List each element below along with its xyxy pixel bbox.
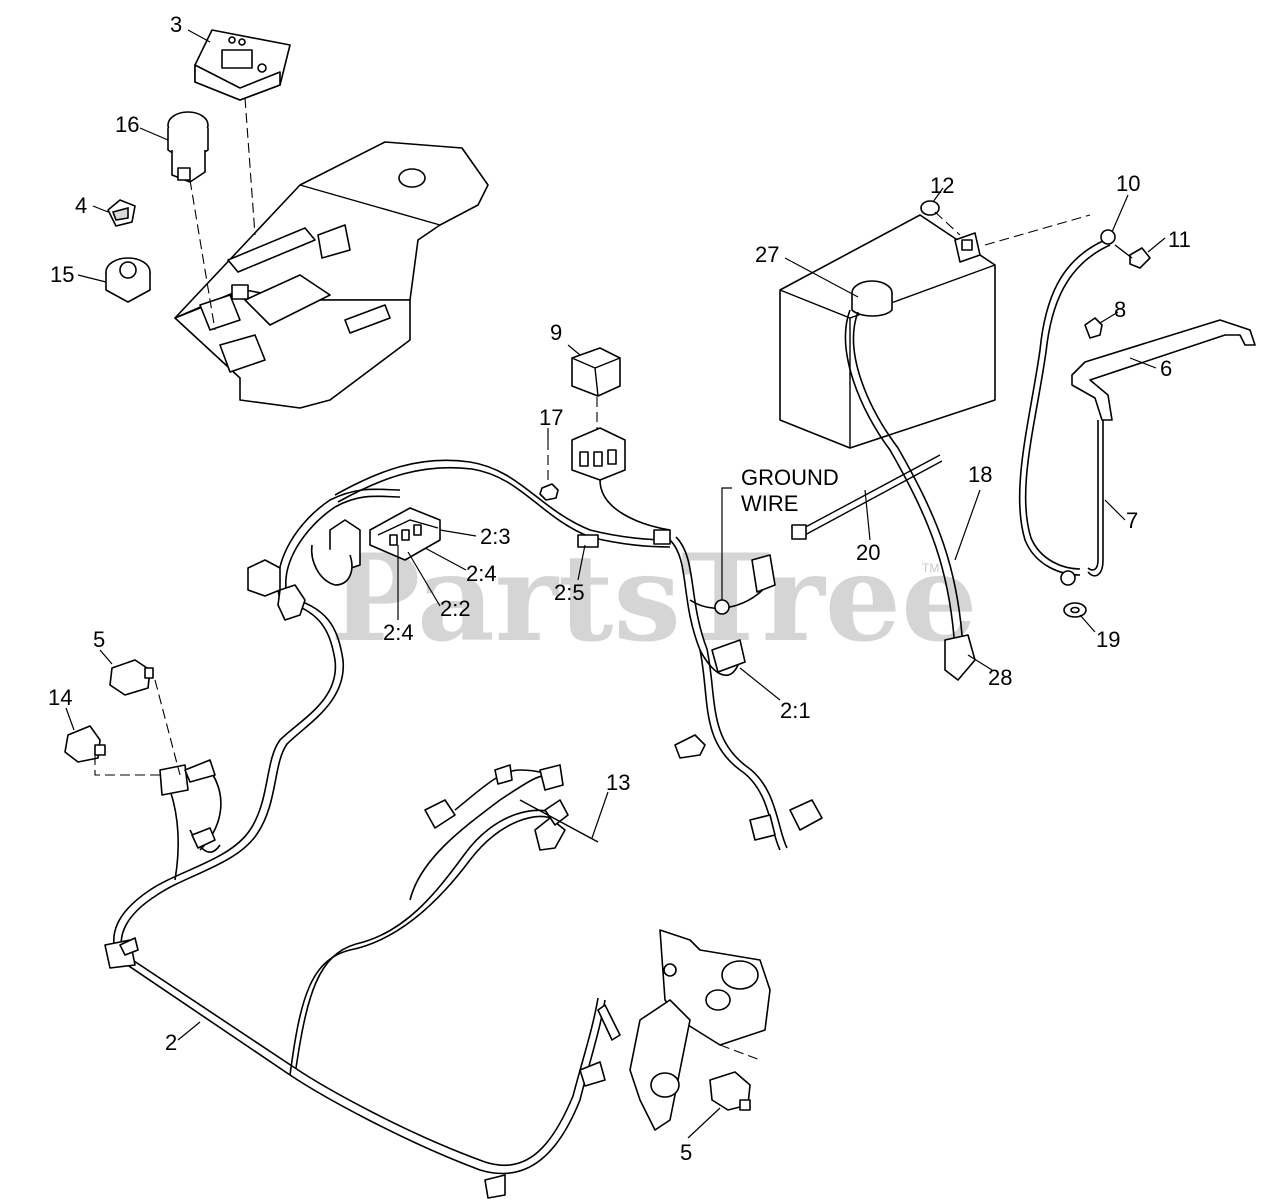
console-panel — [174, 141, 489, 409]
brake-bracket — [629, 929, 771, 1131]
relay-socket — [571, 427, 626, 481]
harness-connectors — [104, 507, 823, 1199]
callout-6: 6 — [1160, 356, 1172, 381]
callout-8: 8 — [1114, 297, 1126, 322]
callout-9: 9 — [550, 320, 562, 345]
interlock-switch-lower — [709, 1071, 751, 1111]
callout-2: 2 — [165, 1030, 177, 1055]
relay — [571, 347, 621, 397]
callout-17: 17 — [539, 405, 563, 430]
leader-lines — [65, 29, 1166, 1139]
callout-11: 11 — [1168, 227, 1191, 252]
hour-meter-module — [194, 29, 291, 101]
callout-10: 10 — [1116, 171, 1140, 196]
ground-wire-label-line2: WIRE — [741, 491, 798, 516]
main-wire-harness — [113, 459, 788, 1175]
pto-switch — [167, 111, 209, 183]
callout-15: 15 — [50, 262, 74, 287]
seat-switch — [64, 725, 106, 763]
battery-bolt — [1114, 244, 1151, 269]
ignition-key — [107, 199, 136, 227]
interlock-switch-upper — [109, 659, 154, 696]
callout-2-1: 2:1 — [780, 698, 811, 723]
callout-5-upper: 5 — [93, 627, 105, 652]
callout-14: 14 — [48, 685, 72, 710]
callout-13: 13 — [606, 770, 630, 795]
cable-tie — [519, 799, 599, 843]
callout-2-2: 2:2 — [440, 596, 471, 621]
callout-7: 7 — [1126, 508, 1138, 533]
battery-cable-tie — [791, 454, 943, 540]
nut — [539, 483, 559, 501]
washer — [1063, 602, 1087, 618]
battery-nut — [920, 200, 940, 216]
callout-19: 19 — [1096, 627, 1120, 652]
callout-labels: 3 16 4 15 9 17 12 10 11 27 8 6 7 18 20 1… — [48, 12, 1191, 1165]
callout-5-lower: 5 — [680, 1140, 692, 1165]
battery-cable-black — [1018, 229, 1116, 586]
callout-2-4-left: 2:4 — [383, 620, 414, 645]
wing-nut — [1084, 317, 1103, 339]
callout-16: 16 — [115, 112, 139, 137]
callout-12: 12 — [930, 173, 954, 198]
callout-20: 20 — [856, 540, 880, 565]
j-bolt — [1087, 420, 1104, 577]
callout-2-4-right: 2:4 — [466, 561, 497, 586]
battery — [779, 214, 996, 449]
battery-hold-down-bracket — [1071, 319, 1256, 421]
callout-4: 4 — [75, 193, 87, 218]
callout-2-5: 2:5 — [554, 580, 585, 605]
ground-wire-label-line1: GROUND — [741, 465, 839, 490]
callout-2-3: 2:3 — [480, 524, 511, 549]
watermark: PartsTree — [330, 528, 977, 669]
callout-28: 28 — [988, 665, 1012, 690]
callout-3: 3 — [170, 12, 182, 37]
ignition-switch — [105, 257, 151, 303]
watermark-trademark: TM — [922, 561, 939, 575]
callout-18: 18 — [968, 462, 992, 487]
battery-cable-red — [844, 309, 976, 681]
callout-27: 27 — [755, 242, 779, 267]
